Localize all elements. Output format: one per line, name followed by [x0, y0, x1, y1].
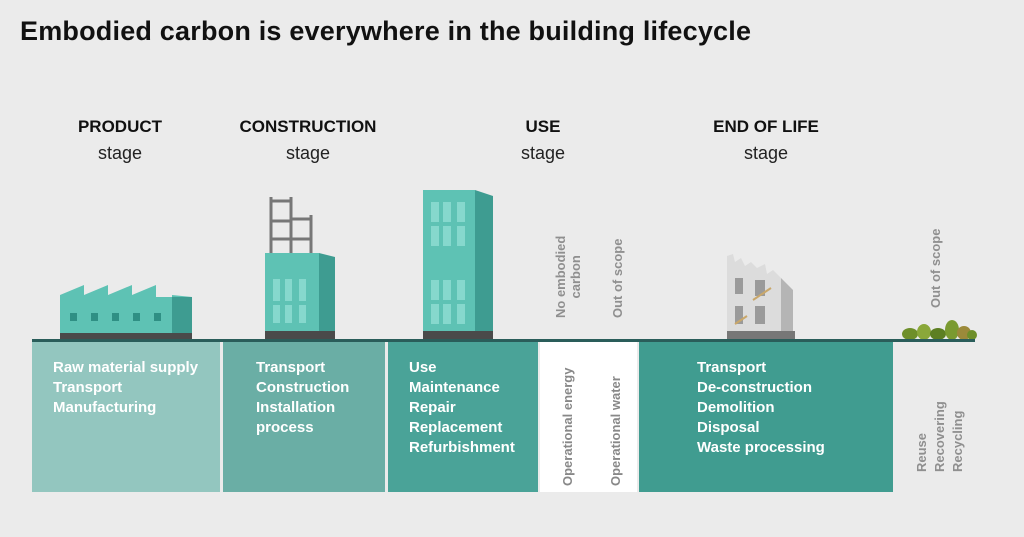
- out-of-scope-label: Out of scope: [610, 238, 625, 318]
- label-line: Reuse: [914, 432, 929, 472]
- list-item: process: [256, 419, 314, 436]
- end-of-life-stage-box: Transport De-construction Demolition Dis…: [639, 342, 893, 492]
- operational-box: [540, 342, 637, 492]
- list-item: Repair: [409, 399, 456, 416]
- stage-name: USE: [525, 117, 561, 136]
- label-line: carbon: [568, 255, 583, 299]
- stage-header-construction: CONSTRUCTION stage: [227, 117, 389, 164]
- list-item: Raw material supply: [53, 359, 199, 376]
- list-item: Waste processing: [697, 439, 825, 456]
- list-item: De-construction: [697, 379, 813, 396]
- factory-icon: [60, 285, 192, 339]
- list-item: Maintenance: [409, 379, 500, 396]
- stage-name: END OF LIFE: [713, 117, 819, 136]
- stage-name: PRODUCT: [77, 117, 163, 136]
- label-line: Recovering: [932, 401, 947, 472]
- list-item: Demolition: [697, 399, 775, 416]
- list-item: Disposal: [697, 419, 760, 436]
- list-item: Transport: [53, 379, 123, 396]
- stage-sub: stage: [743, 143, 789, 163]
- list-item: Use: [409, 359, 437, 376]
- list-item: Transport: [697, 359, 767, 376]
- list-item: Refurbishment: [409, 439, 515, 456]
- stage-sub: stage: [97, 143, 143, 163]
- construction-building-icon: [265, 197, 335, 339]
- ground-line: [32, 339, 975, 342]
- out-of-scope-label: Out of scope: [928, 228, 943, 308]
- stage-name: CONSTRUCTION: [239, 117, 377, 136]
- stage-header-use: USE stage: [503, 117, 583, 164]
- list-item: Manufacturing: [53, 399, 157, 416]
- operational-energy-label: Operational energy: [560, 367, 575, 486]
- stage-sub: stage: [520, 143, 566, 163]
- demolished-building-icon: [727, 254, 795, 339]
- list-item: Construction: [256, 379, 350, 396]
- recovery-options-label: Reuse Recovering Recycling: [913, 401, 967, 472]
- stage-header-product: PRODUCT stage: [60, 117, 180, 164]
- operational-water-label: Operational water: [608, 376, 623, 486]
- label-line: Recycling: [950, 410, 965, 472]
- plants-icon: [902, 320, 977, 340]
- list-item: Replacement: [409, 419, 503, 436]
- no-embodied-carbon-label: No embodied carbon: [553, 236, 583, 318]
- list-item: Installation: [256, 399, 336, 416]
- office-building-icon: [423, 190, 493, 339]
- stage-sub: stage: [285, 143, 331, 163]
- list-item: Transport: [256, 359, 326, 376]
- product-stage-box: Raw material supply Transport Manufactur…: [32, 342, 220, 492]
- use-stage-box: Use Maintenance Repair Replacement Refur…: [388, 342, 538, 492]
- stage-header-end-of-life: END OF LIFE stage: [700, 117, 832, 164]
- label-line: No embodied: [553, 235, 568, 318]
- construction-stage-box: Transport Construction Installation proc…: [223, 342, 385, 492]
- page-title: Embodied carbon is everywhere in the bui…: [20, 16, 752, 46]
